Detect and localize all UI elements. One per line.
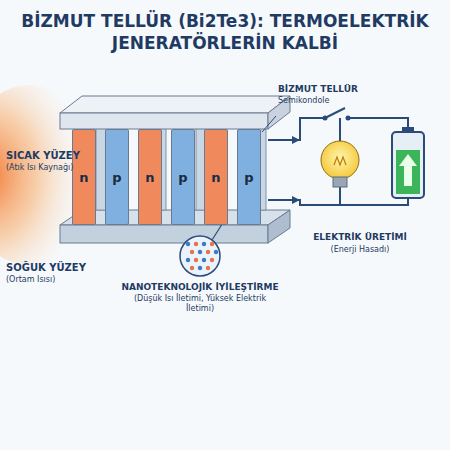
lattice-atom [202,242,206,246]
part-name: SOĞUK YÜZEY [6,262,86,273]
bulb-filament [334,157,346,165]
cold-plate-front [60,225,268,243]
lattice-atom [190,266,194,270]
diagram-title: BİZMUT TELLÜR (Bi2Te3): TERMOELEKTRİK JE… [20,10,430,54]
semiconductor-pillar: p [171,129,195,225]
lattice-atom [202,258,206,262]
material-leader [262,116,276,132]
lattice-atom [190,250,194,254]
lattice-atom [210,258,214,262]
battery-terminal [402,127,414,132]
cold-plate-side [268,210,290,243]
pillar-type: p [178,170,187,185]
part-name: ELEKTRİK ÜRETİMİ [300,232,420,242]
part-note: (Enerji Hasadı) [300,245,420,254]
semiconductor-pillar: n [72,129,96,225]
semiconductor-pillar: n [204,129,228,225]
lattice-atom [206,266,210,270]
pillar-type: p [112,170,121,185]
part-note: (Atık Isı Kaynağı) [6,163,73,172]
pillar-type: p [244,170,253,185]
lattice-atom [194,242,198,246]
lattice-atom [214,250,218,254]
hot-plate-top [60,96,290,113]
semiconductor-pillar: p [105,129,129,225]
semiconductor-pillar: n [138,129,162,225]
callout-note: (Düşük Isı İletimi, Yüksek Elektrik İlet… [130,294,270,314]
pillar-type: n [79,170,88,185]
lattice-atoms [186,242,218,270]
charge-arrow [399,154,417,186]
nano-lattice-circle [180,236,220,276]
circuit-wires [268,108,408,205]
lattice-atom [198,266,202,270]
lattice-atom [206,250,210,254]
battery [392,132,424,198]
lattice-atom [210,242,214,246]
pillar-type: n [145,170,154,185]
pillar-type: n [211,170,220,185]
battery-charge [396,150,420,194]
part-note: Semikondole [278,96,329,105]
bulb-base [333,177,347,187]
semiconductor-pillar: p [237,129,261,225]
lattice-atom [194,258,198,262]
part-note: (Ortam Isısı) [6,275,55,284]
part-name: BİZMUT TELLÜR [278,84,358,94]
part-name: SICAK YÜZEY [6,150,80,161]
lattice-atom [186,242,190,246]
light-bulb [321,141,359,179]
callout-title: NANOTEKNOLOJİK İYİLEŞTİRME [110,282,290,292]
hot-plate-front [60,113,268,129]
lattice-atom [198,250,202,254]
lattice-atom [186,258,190,262]
